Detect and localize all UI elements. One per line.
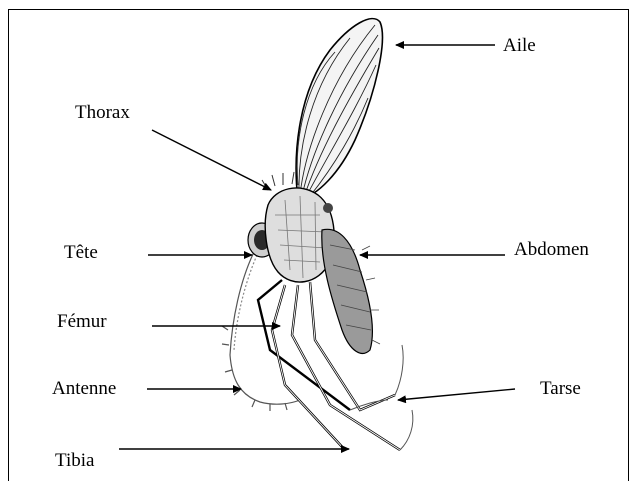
label-tarse: Tarse [540,379,581,398]
label-aile: Aile [503,36,536,55]
thorax [262,172,334,282]
label-abdomen: Abdomen [514,240,589,259]
label-tete: Tête [64,243,98,262]
label-tibia: Tibia [55,451,94,470]
pointer-tarse [398,389,515,400]
label-antenne: Antenne [52,379,116,398]
label-thorax: Thorax [75,103,130,122]
wing [296,19,382,200]
label-femur: Fémur [57,312,107,331]
pointer-thorax [152,130,271,190]
abdomen [322,229,380,353]
